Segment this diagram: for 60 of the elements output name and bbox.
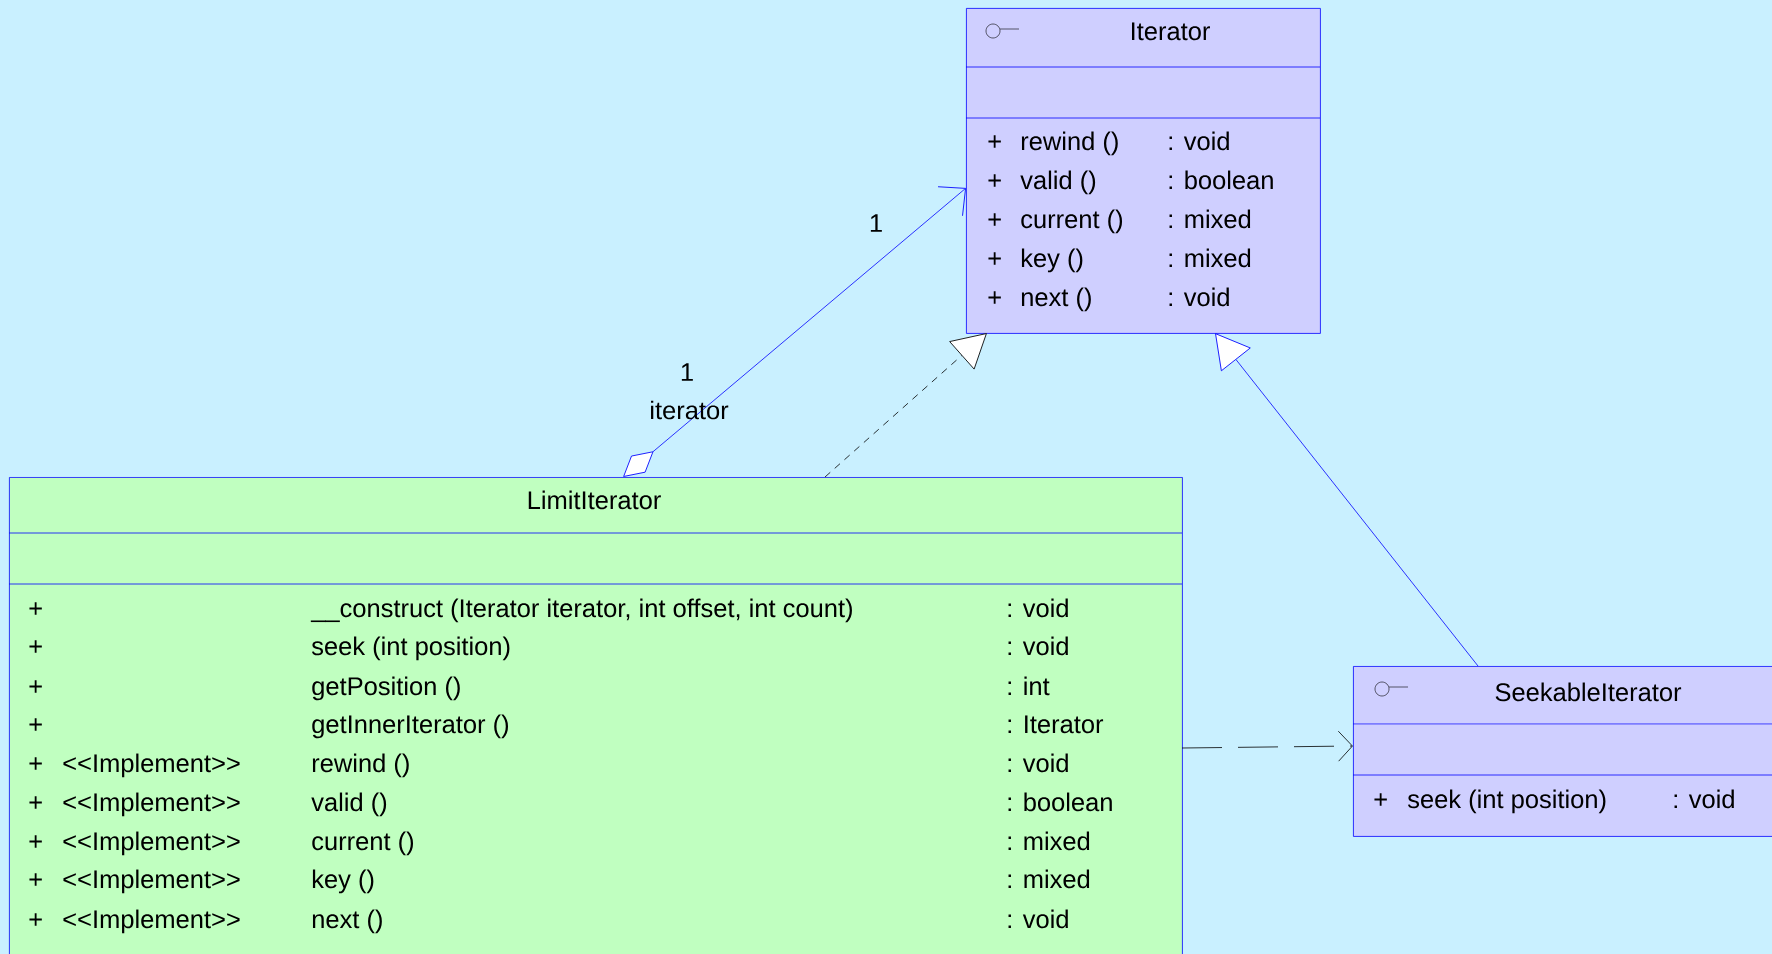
- method-name: getInnerIterator (): [312, 714, 508, 739]
- method-name: current (): [1021, 209, 1123, 234]
- visibility-symbol: +: [1374, 793, 1387, 806]
- method-name: getPosition (): [312, 676, 460, 701]
- stereotype: <<Implement>>: [63, 792, 240, 817]
- stereotype: <<Implement>>: [63, 869, 240, 894]
- visibility-symbol: +: [29, 835, 42, 848]
- return-type: : Iterator: [1008, 715, 1104, 734]
- visibility-symbol: +: [29, 718, 42, 731]
- visibility-symbol: +: [29, 602, 42, 615]
- return-type: : mixed: [1008, 869, 1090, 889]
- connector-arrow: [623, 186, 966, 477]
- visibility-symbol: +: [29, 913, 42, 926]
- visibility-symbol: +: [988, 174, 1001, 187]
- return-type: : void: [1008, 636, 1068, 656]
- role-name: iterator: [651, 400, 729, 420]
- method-name: rewind (): [312, 753, 409, 778]
- visibility-symbol: +: [29, 680, 42, 693]
- visibility-symbol: +: [29, 757, 42, 770]
- method-name: current (): [312, 831, 414, 856]
- return-type: : mixed: [1169, 209, 1251, 229]
- return-type: : mixed: [1008, 831, 1090, 851]
- class-name: Iterator: [1131, 22, 1210, 41]
- visibility-symbol: +: [988, 252, 1001, 265]
- stereotype: <<Implement>>: [63, 909, 240, 934]
- visibility-symbol: +: [29, 640, 42, 653]
- return-type: : mixed: [1169, 248, 1251, 268]
- method-name: valid (): [311, 792, 387, 817]
- visibility-symbol: +: [29, 873, 42, 886]
- method-name: key (): [1021, 248, 1083, 273]
- method-name: seek (int position): [1407, 789, 1606, 814]
- visibility-symbol: +: [988, 135, 1001, 148]
- stereotype: <<Implement>>: [63, 831, 240, 856]
- stereotype: <<Implement>>: [63, 753, 240, 778]
- method-name: next (): [1021, 287, 1091, 312]
- return-type: : int: [1008, 676, 1050, 696]
- method-name: valid (): [1020, 170, 1096, 195]
- return-type: : boolean: [1169, 170, 1273, 190]
- class-name: LimitIterator: [528, 490, 661, 510]
- visibility-symbol: +: [29, 796, 42, 809]
- return-type: : boolean: [1008, 792, 1112, 812]
- class-name: SeekableIterator: [1495, 682, 1682, 702]
- return-type: : void: [1008, 909, 1068, 929]
- multiplicity-label: 1: [870, 214, 882, 232]
- connector-arrow: [1215, 333, 1479, 667]
- method-name: next (): [312, 909, 382, 934]
- method-name: rewind (): [1021, 131, 1118, 156]
- method-name: __construct (Iterator iterator, int offset, int count): [310, 598, 852, 623]
- return-type: : void: [1008, 598, 1068, 618]
- connector-arrow: [824, 333, 987, 478]
- return-type: : void: [1008, 753, 1068, 773]
- return-type: : void: [1169, 287, 1229, 307]
- visibility-symbol: +: [988, 291, 1001, 304]
- multiplicity-label: 1: [681, 363, 693, 381]
- visibility-symbol: +: [988, 213, 1001, 226]
- method-name: key (): [312, 869, 374, 894]
- connector-arrow: [1181, 730, 1353, 762]
- return-type: : void: [1674, 789, 1734, 809]
- method-name: seek (int position): [311, 636, 510, 661]
- return-type: : void: [1169, 131, 1229, 151]
